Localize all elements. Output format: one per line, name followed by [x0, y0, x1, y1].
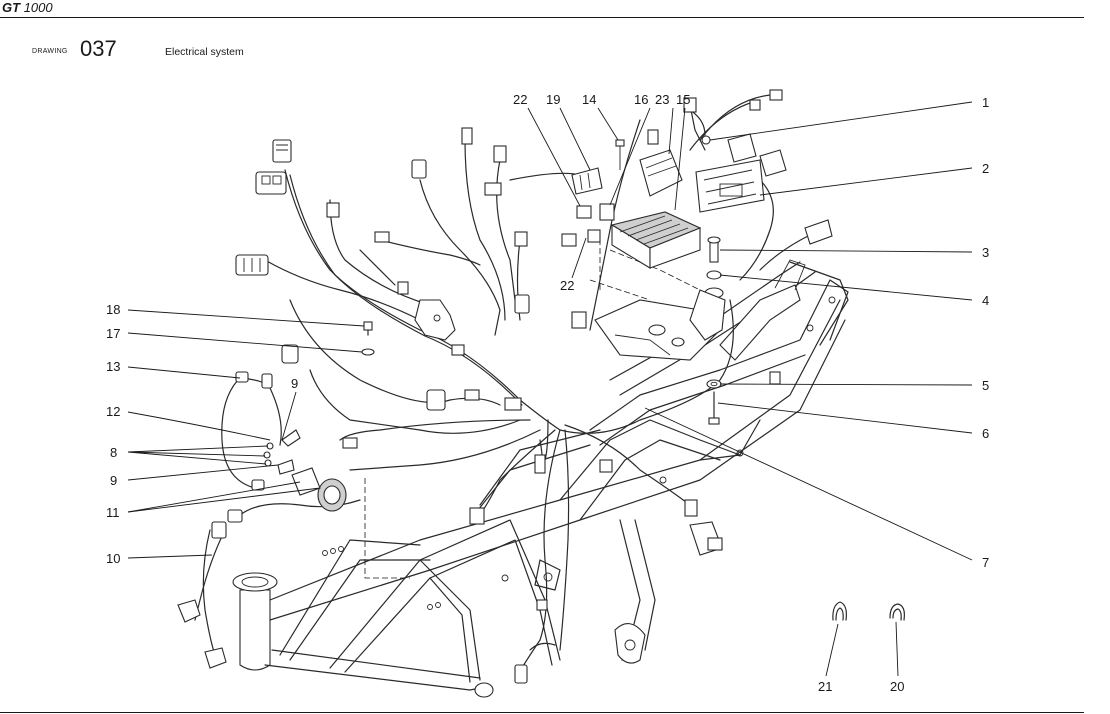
callout-22-lower: 22	[560, 278, 574, 293]
callout-23: 23	[655, 92, 669, 107]
callout-6: 6	[982, 426, 989, 441]
callout-9-upper: 9	[291, 376, 298, 391]
callout-14: 14	[582, 92, 596, 107]
callout-17: 17	[106, 326, 120, 341]
drawing-word: DRAWING	[32, 48, 68, 55]
callout-22-top: 22	[513, 92, 527, 107]
callout-16: 16	[634, 92, 648, 107]
callout-12: 12	[106, 404, 120, 419]
frame	[232, 259, 849, 698]
drawing-number: 037	[80, 36, 117, 61]
top-rule	[0, 17, 1084, 18]
bottom-rule	[0, 712, 1084, 713]
model-brand: GT	[2, 0, 21, 15]
callout-9-lower: 9	[110, 473, 117, 488]
callout-8: 8	[110, 445, 117, 460]
components	[177, 89, 905, 684]
callout-13: 13	[106, 359, 120, 374]
callout-7: 7	[982, 555, 989, 570]
callout-1: 1	[982, 95, 989, 110]
callout-11: 11	[106, 505, 120, 520]
top-bar: GT 1000	[0, 0, 1110, 18]
callout-4: 4	[982, 293, 989, 308]
callout-3: 3	[982, 245, 989, 260]
model-number: 1000	[23, 0, 53, 15]
callout-5: 5	[982, 378, 989, 393]
callout-numbers: 1 2 3 4 5 6 7 8 9 9 10 11 12 13 14 15 16…	[106, 92, 989, 694]
callout-15: 15	[676, 92, 690, 107]
drawing-title: Electrical system	[165, 46, 244, 58]
model-name: GT 1000	[2, 0, 53, 16]
callout-21: 21	[818, 679, 832, 694]
callout-2: 2	[982, 161, 989, 176]
callout-19: 19	[546, 92, 560, 107]
callout-20: 20	[890, 679, 904, 694]
callout-18: 18	[106, 302, 120, 317]
leader-lines	[127, 101, 973, 677]
callout-10: 10	[106, 551, 120, 566]
